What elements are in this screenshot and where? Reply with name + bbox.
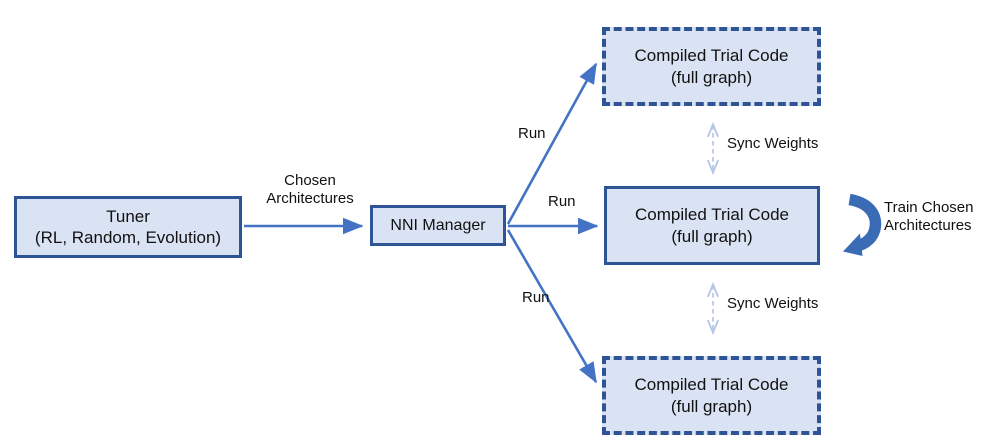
node-tuner[interactable]: Tuner (RL, Random, Evolution) xyxy=(14,196,242,258)
node-compiled-trial-code-bottom-line2: (full graph) xyxy=(670,396,753,416)
node-nni-manager-label: NNI Manager xyxy=(390,216,486,234)
node-compiled-trial-code-middle-line2: (full graph) xyxy=(671,226,753,246)
edge-label-run-middle: Run xyxy=(548,193,576,210)
node-compiled-trial-code-middle-line1: Compiled Trial Code xyxy=(634,205,789,225)
edge-nni-to-trial-top xyxy=(506,62,598,225)
edge-label-train-chosen-line2: Architectures xyxy=(884,217,972,235)
node-compiled-trial-code-middle[interactable]: Compiled Trial Code (full graph) xyxy=(604,186,820,265)
edge-nni-to-trial-bot xyxy=(506,229,598,384)
edge-label-sync-weights-bottom: Sync Weights xyxy=(727,295,819,312)
edge-label-chosen-architectures-line1: Chosen xyxy=(284,172,336,189)
edge-label-run-bottom: Run xyxy=(522,289,550,306)
edge-label-chosen-architectures-line2: Architectures xyxy=(266,190,354,208)
edge-label-sync-weights-top: Sync Weights xyxy=(727,135,819,152)
curved-train-arrow xyxy=(843,193,882,256)
edge-label-chosen-architectures: Chosen Architectures xyxy=(256,172,364,209)
node-nni-manager[interactable]: NNI Manager xyxy=(370,205,506,246)
node-tuner-line2: (RL, Random, Evolution) xyxy=(34,228,222,247)
node-compiled-trial-code-bottom[interactable]: Compiled Trial Code (full graph) xyxy=(602,356,821,435)
node-compiled-trial-code-top-line2: (full graph) xyxy=(670,67,753,87)
node-tuner-line1: Tuner xyxy=(106,206,150,226)
node-compiled-trial-code-bottom-line1: Compiled Trial Code xyxy=(634,375,789,395)
node-compiled-trial-code-top[interactable]: Compiled Trial Code (full graph) xyxy=(602,27,821,106)
edge-label-train-chosen-line1: Train Chosen xyxy=(884,199,974,216)
node-compiled-trial-code-top-line1: Compiled Trial Code xyxy=(634,46,789,66)
edge-label-train-chosen-architectures: Train Chosen Architectures xyxy=(884,199,988,236)
edge-label-run-top: Run xyxy=(518,125,546,142)
